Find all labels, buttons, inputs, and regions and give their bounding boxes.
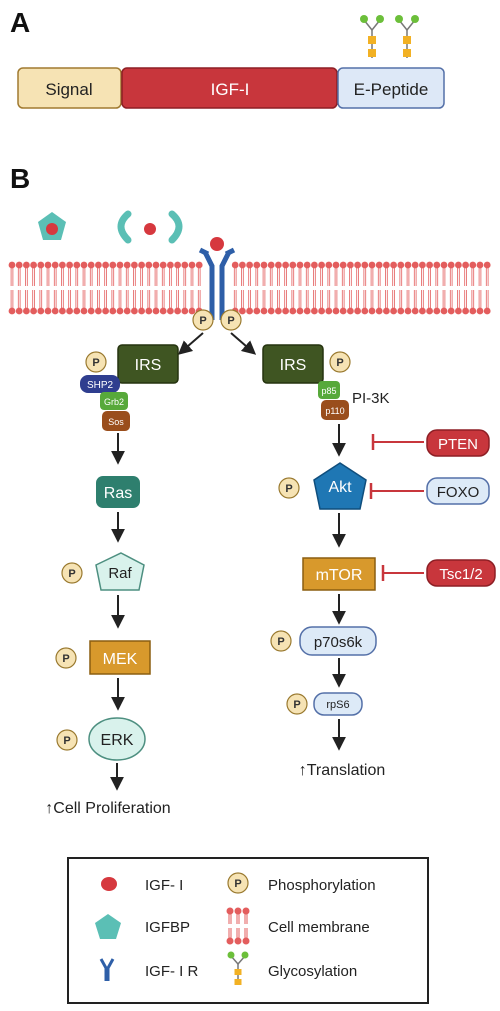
legend-label-membrane: Cell membrane [268, 919, 370, 936]
panel-a-letter: A [10, 7, 30, 38]
raf-phospho: P [61, 562, 83, 584]
pi3k-label: PI-3K [352, 390, 390, 407]
erk-phospho: P [56, 729, 78, 751]
tsc-label: Tsc1/2 [439, 566, 482, 583]
p70s6k-node: p70s6k [299, 626, 377, 656]
foxo-inhibition: FOXO [369, 477, 490, 505]
arrow-to-left-irs [177, 332, 204, 355]
left-irs-phospho: P [85, 351, 107, 373]
foxo-label: FOXO [437, 484, 480, 501]
svg-text:P: P [92, 357, 99, 369]
svg-text:Sos: Sos [108, 417, 124, 427]
domain-epeptide-label: E-Peptide [354, 80, 429, 99]
svg-text:IRS: IRS [280, 357, 307, 374]
grb2-node: Grb2 [100, 392, 128, 410]
svg-text:p85: p85 [321, 386, 336, 396]
translation-label: ↑Translation [299, 762, 386, 779]
svg-text:P: P [199, 315, 206, 327]
domain-signal-label: Signal [45, 80, 92, 99]
erk-node: ERK [88, 717, 146, 761]
domain-igf1: IGF-I [121, 67, 338, 109]
p70s6k-phospho: P [270, 630, 292, 652]
svg-text:rpS6: rpS6 [326, 699, 349, 711]
mtor-node: mTOR [302, 557, 376, 591]
tsc-inhibition: Tsc1/2 [381, 559, 496, 587]
legend-label-igfbp: IGFBP [145, 919, 190, 936]
receptor-phospho-right: P [220, 309, 242, 331]
akt-node: Akt [313, 462, 367, 510]
svg-text:P: P [63, 735, 70, 747]
shp2-node: SHP2 [80, 375, 120, 393]
mek-phospho: P [55, 647, 77, 669]
ras-node: Ras [96, 476, 140, 508]
igf1-ligand-icon [101, 877, 117, 891]
cleaved-igfbp [117, 210, 183, 244]
cell-proliferation-label: ↑Cell Proliferation [45, 800, 170, 817]
svg-text:Grb2: Grb2 [104, 397, 124, 407]
svg-text:Ras: Ras [104, 485, 132, 502]
svg-text:SHP2: SHP2 [87, 380, 114, 391]
svg-text:P: P [277, 636, 284, 648]
phosphorylation-icon: P [227, 872, 249, 894]
panel-b-letter: B [10, 163, 30, 194]
glycosylation-icon [360, 15, 419, 58]
akt-phospho: P [278, 477, 300, 499]
mek-node: MEK [89, 640, 151, 675]
sos-node: Sos [102, 411, 130, 431]
legend-label-igf1: IGF- I [145, 877, 183, 894]
svg-text:p110: p110 [325, 406, 344, 416]
rps6-phospho: P [286, 693, 308, 715]
legend-label-igf1r: IGF- I R [145, 963, 198, 980]
p110-node: p110 [321, 400, 349, 420]
pten-label: PTEN [438, 436, 478, 453]
svg-text:P: P [293, 699, 300, 711]
svg-text:mTOR: mTOR [316, 567, 363, 584]
p85-node: p85 [318, 381, 340, 399]
svg-text:MEK: MEK [103, 651, 138, 668]
rps6-node: rpS6 [313, 692, 363, 716]
svg-text:P: P [285, 483, 292, 495]
receptor-phospho-left: P [192, 309, 214, 331]
svg-text:p70s6k: p70s6k [314, 634, 363, 651]
domain-signal: Signal [17, 67, 122, 109]
svg-text:Akt: Akt [328, 479, 352, 496]
legend-label-phosphorylation: Phosphorylation [268, 877, 376, 894]
igfbp-igf1-complex [38, 212, 66, 240]
svg-text:Raf: Raf [108, 565, 132, 582]
legend-label-glycosylation: Glycosylation [268, 963, 357, 980]
cell-membrane-icon [226, 907, 250, 945]
igf1r-receptor [198, 237, 236, 320]
domain-epeptide: E-Peptide [337, 67, 445, 109]
raf-node: Raf [95, 552, 145, 591]
svg-text:P: P [68, 568, 75, 580]
glycosylation-legend-icon [227, 951, 249, 985]
igf1r-receptor-icon [99, 958, 115, 981]
domain-igf1-label: IGF-I [211, 80, 250, 99]
svg-text:P: P [234, 878, 241, 890]
igfbp-pentagon-icon [95, 914, 121, 939]
svg-text:P: P [62, 653, 69, 665]
arrow-to-right-irs [230, 332, 257, 355]
svg-text:P: P [227, 315, 234, 327]
svg-text:IRS: IRS [135, 357, 162, 374]
right-irs-phospho: P [329, 351, 351, 373]
legend-box [67, 857, 429, 1004]
left-irs-node: IRS [117, 344, 179, 384]
svg-text:ERK: ERK [101, 732, 134, 749]
right-irs-node: IRS [262, 344, 324, 384]
cell-membrane [8, 261, 491, 315]
pten-inhibition: PTEN [371, 429, 490, 457]
svg-text:P: P [336, 357, 343, 369]
